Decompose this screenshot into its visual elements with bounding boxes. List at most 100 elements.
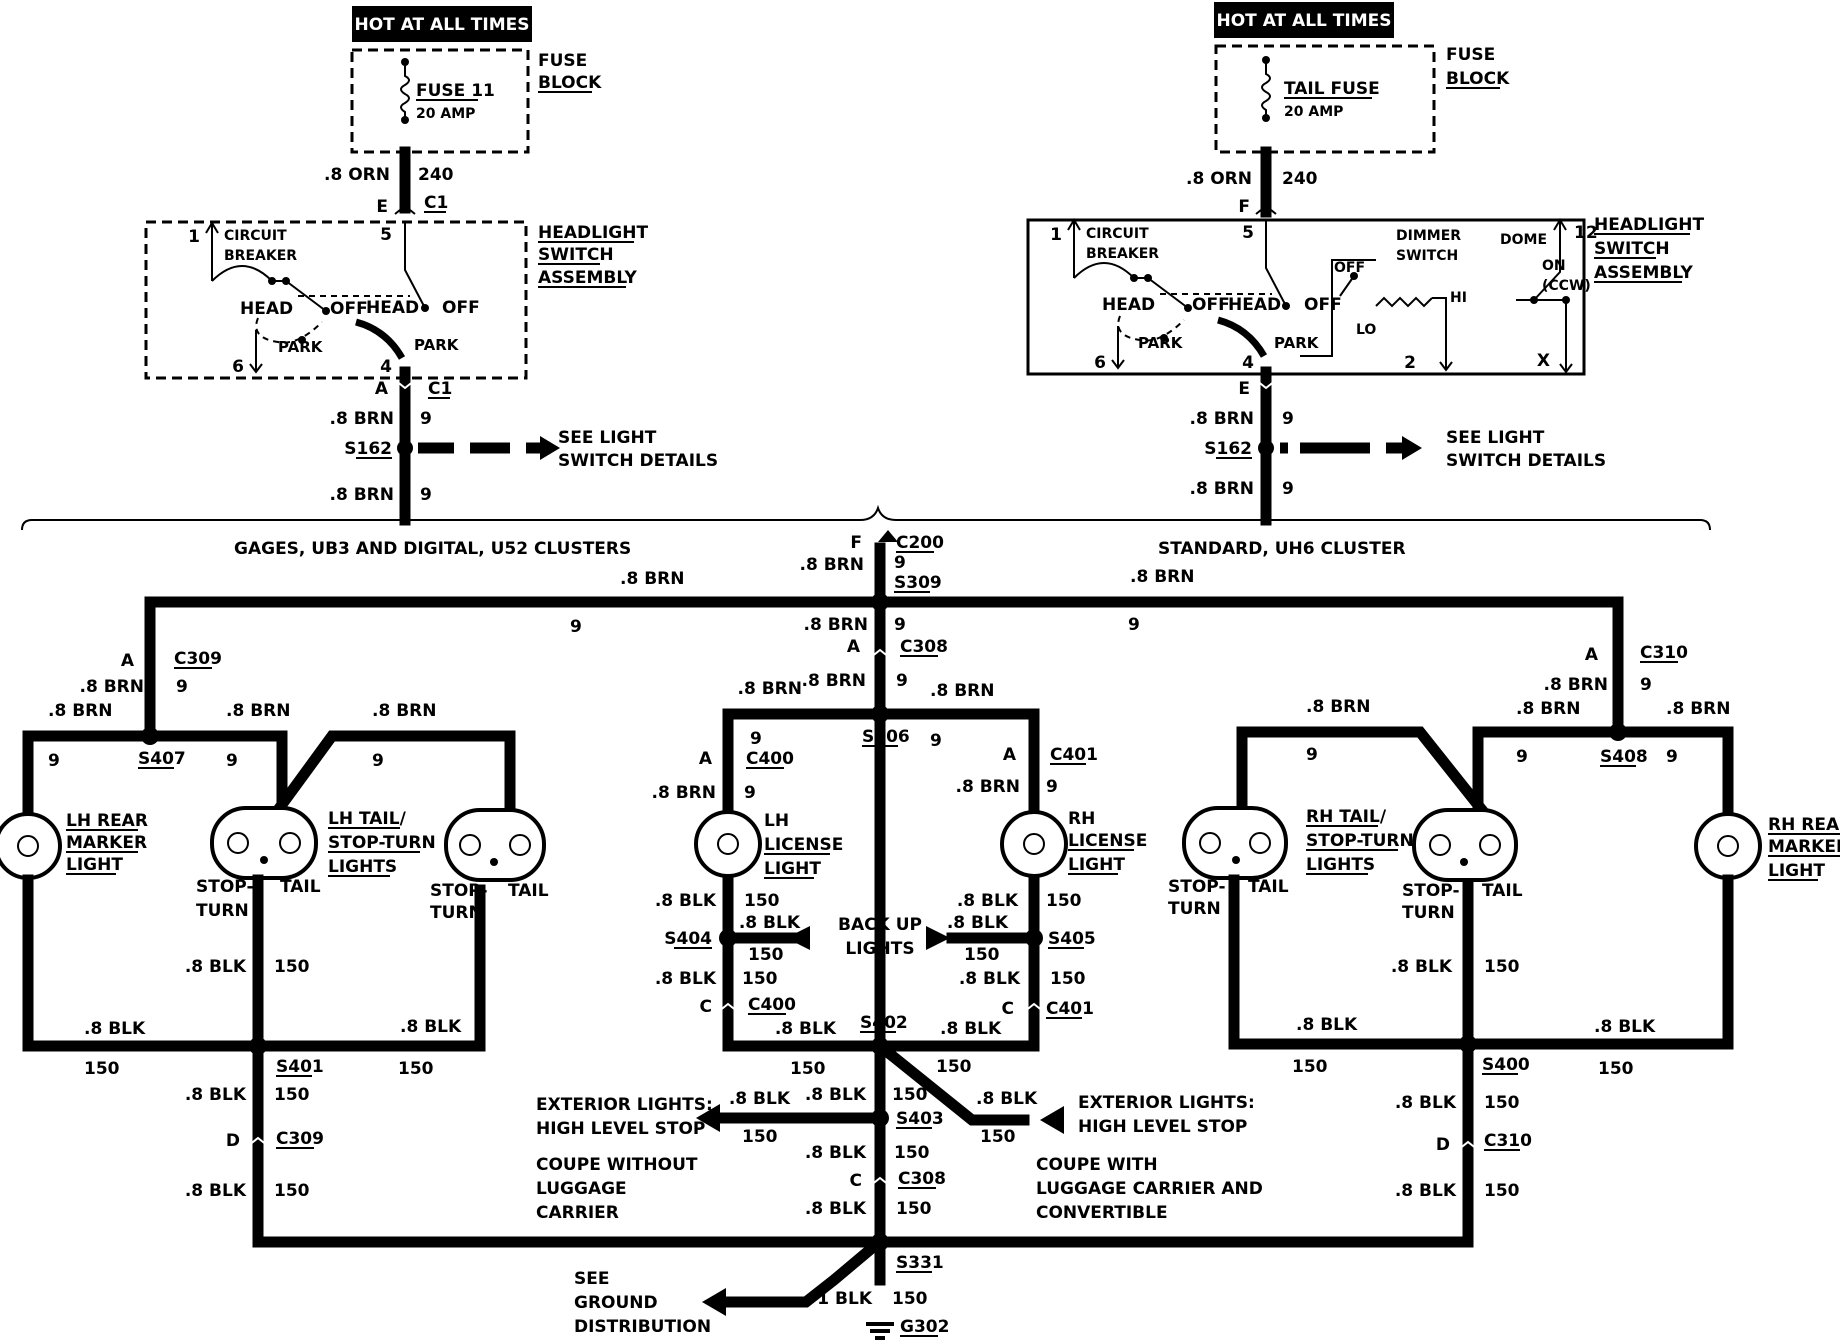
wire-lh-tail2 (270, 730, 516, 818)
pin-a-c400: A (699, 749, 713, 769)
pin-1-right: 1 (1050, 225, 1062, 245)
tail-fuse-name: TAIL FUSE (1284, 79, 1380, 99)
wire-brn-lh-tail1: .8 BRN (226, 701, 290, 721)
wire-blk-s401: .8 BLK (185, 1085, 247, 1105)
splice-s309 (871, 593, 889, 611)
wire-brn-rh-tail1: .8 BRN (1306, 697, 1370, 717)
connector-c400-top: C400 (746, 749, 794, 769)
pin-a-c310: A (1585, 645, 1599, 665)
lh-turn-b: TURN (430, 903, 483, 923)
circuit-9-rh-tail2: 9 (1516, 747, 1528, 767)
splice-s331-label: S331 (896, 1253, 944, 1273)
pin-c-c308: C (850, 1171, 862, 1191)
circuit-150-s402-left: 150 (790, 1059, 826, 1079)
backup-lights-label-1: BACK UP (838, 915, 922, 935)
connector-c401-top: C401 (1050, 745, 1098, 765)
circuit-9b-right: 9 (1282, 479, 1294, 499)
lh-stop-b: STOP- (430, 881, 488, 901)
lh-tail-lamp-outer (444, 808, 546, 882)
wire-blk-s402-right: .8 BLK (940, 1019, 1002, 1039)
circuit-150-lh-2: 150 (742, 969, 778, 989)
splice-s162-right (1258, 440, 1274, 456)
circuit-150-lh-1: 150 (744, 891, 780, 911)
circuit-150-rh-2: 150 (1050, 969, 1086, 989)
fuse-block-label-right-2: BLOCK (1446, 69, 1510, 89)
fuse-block-outline (350, 48, 530, 154)
pin-a-c401: A (1003, 745, 1017, 765)
rh-turn-a: TURN (1168, 899, 1221, 919)
fuse-block-label-1: FUSE (538, 51, 587, 71)
circuit-150-c308: 150 (894, 1143, 930, 1163)
pin-d-c310: D (1436, 1135, 1450, 1155)
wire-brn-s406: .8 BRN (802, 671, 866, 691)
left-cluster-caption: GAGES, UB3 AND DIGITAL, U52 CLUSTERS (234, 539, 631, 559)
splice-s400-label: S400 (1482, 1055, 1530, 1075)
connector-c308-top: C308 (900, 637, 948, 657)
wire-blk-rh-left: .8 BLK (1296, 1015, 1358, 1035)
lh-rear-marker-lamp (0, 812, 62, 880)
option-divider: GAGES, UB3 AND DIGITAL, U52 CLUSTERS STA… (21, 504, 1711, 559)
wire-brn-top: .8 BRN (800, 555, 864, 575)
tail-fuse-rating: 20 AMP (1284, 104, 1343, 120)
circuit-9-bus-right: 9 (1128, 615, 1140, 635)
ext-lights-right-2: HIGH LEVEL STOP (1078, 1117, 1247, 1137)
circuit-breaker-right-1: CIRCUIT (1086, 226, 1149, 242)
splice-s405-label: S405 (1048, 929, 1096, 949)
wire-blk-hls-right: .8 BLK (976, 1089, 1038, 1109)
rh-stop-b: STOP- (1402, 881, 1460, 901)
see-ground-1: SEE (574, 1269, 609, 1289)
wire-blk-rh-stop: .8 BLK (1391, 957, 1453, 977)
rh-license-label-2: LICENSE (1068, 831, 1147, 851)
hot-at-all-times-label: HOT AT ALL TIMES (355, 15, 530, 35)
park-b-label: PARK (414, 336, 460, 354)
wire-size-orn-right: .8 ORN (1186, 169, 1252, 189)
rh-turn-b: TURN (1402, 903, 1455, 923)
head-b-label: HEAD (366, 298, 419, 318)
splice-s406-label: S406 (862, 727, 910, 747)
off-a-right: OFF (1192, 295, 1230, 315)
circuit-150-rh-right: 150 (1598, 1059, 1634, 1079)
circuit-breaker-symbol (211, 225, 327, 312)
wire-blk-rh-bottom: .8 BLK (1395, 1181, 1457, 1201)
rh-rear-marker-lamp (1694, 812, 1762, 880)
lh-license-lamp (694, 810, 762, 878)
dome-label: DOME (1500, 232, 1547, 248)
wire-hls-right (872, 1038, 1030, 1126)
splice-s408 (1609, 723, 1627, 741)
rh-tail-b: TAIL (1482, 881, 1523, 901)
hi-label: HI (1450, 290, 1467, 306)
circuit-9-s406: 9 (896, 671, 908, 691)
wire-blk-lh-bottom: .8 BLK (185, 1181, 247, 1201)
coupe-with-3: CONVERTIBLE (1036, 1203, 1168, 1223)
wire-blk-rh-2: .8 BLK (959, 969, 1021, 989)
splice-s408-label: S408 (1600, 747, 1648, 767)
wire-size-orn: .8 ORN (324, 165, 390, 185)
circuit-9-lh-tail1: 9 (226, 751, 238, 771)
headlight-switch-label-3: ASSEMBLY (538, 268, 638, 288)
headlight-switch-label-2: SWITCH (538, 245, 614, 265)
circuit-150-lh-stop: 150 (274, 957, 310, 977)
circuit-150-rh-stop: 150 (1484, 957, 1520, 977)
circuit-9-lh-tail2: 9 (372, 751, 384, 771)
circuit-150-s401: 150 (274, 1085, 310, 1105)
circuit-150-s331: 150 (896, 1199, 932, 1219)
circuit-150-lh-left: 150 (84, 1059, 120, 1079)
wire-1-blk: 1 BLK (817, 1289, 873, 1309)
circuit-240: 240 (418, 165, 454, 185)
lh-stop-a: STOP- (196, 877, 254, 897)
circuit-9-mid: 9 (894, 615, 906, 635)
off-b-right: OFF (1304, 295, 1342, 315)
fuse-rating: 20 AMP (416, 106, 475, 122)
park-b-right: PARK (1274, 334, 1320, 352)
lh-tail-label-1: LH TAIL/ (328, 809, 407, 829)
hot-at-all-times-label-right: HOT AT ALL TIMES (1217, 11, 1392, 31)
pin-f-c200: F (850, 533, 862, 553)
pin-e: E (376, 197, 388, 217)
splice-s403-label: S403 (896, 1109, 944, 1129)
pin-4-right: 4 (1242, 353, 1254, 373)
fuse-name: FUSE 11 (416, 81, 495, 101)
rh-tail-label-1: RH TAIL/ (1306, 807, 1387, 827)
splice-s401-label: S401 (276, 1057, 324, 1077)
wire-brn-rh-tail2: .8 BRN (1516, 699, 1580, 719)
wire-blk-lh-right: .8 BLK (400, 1017, 462, 1037)
